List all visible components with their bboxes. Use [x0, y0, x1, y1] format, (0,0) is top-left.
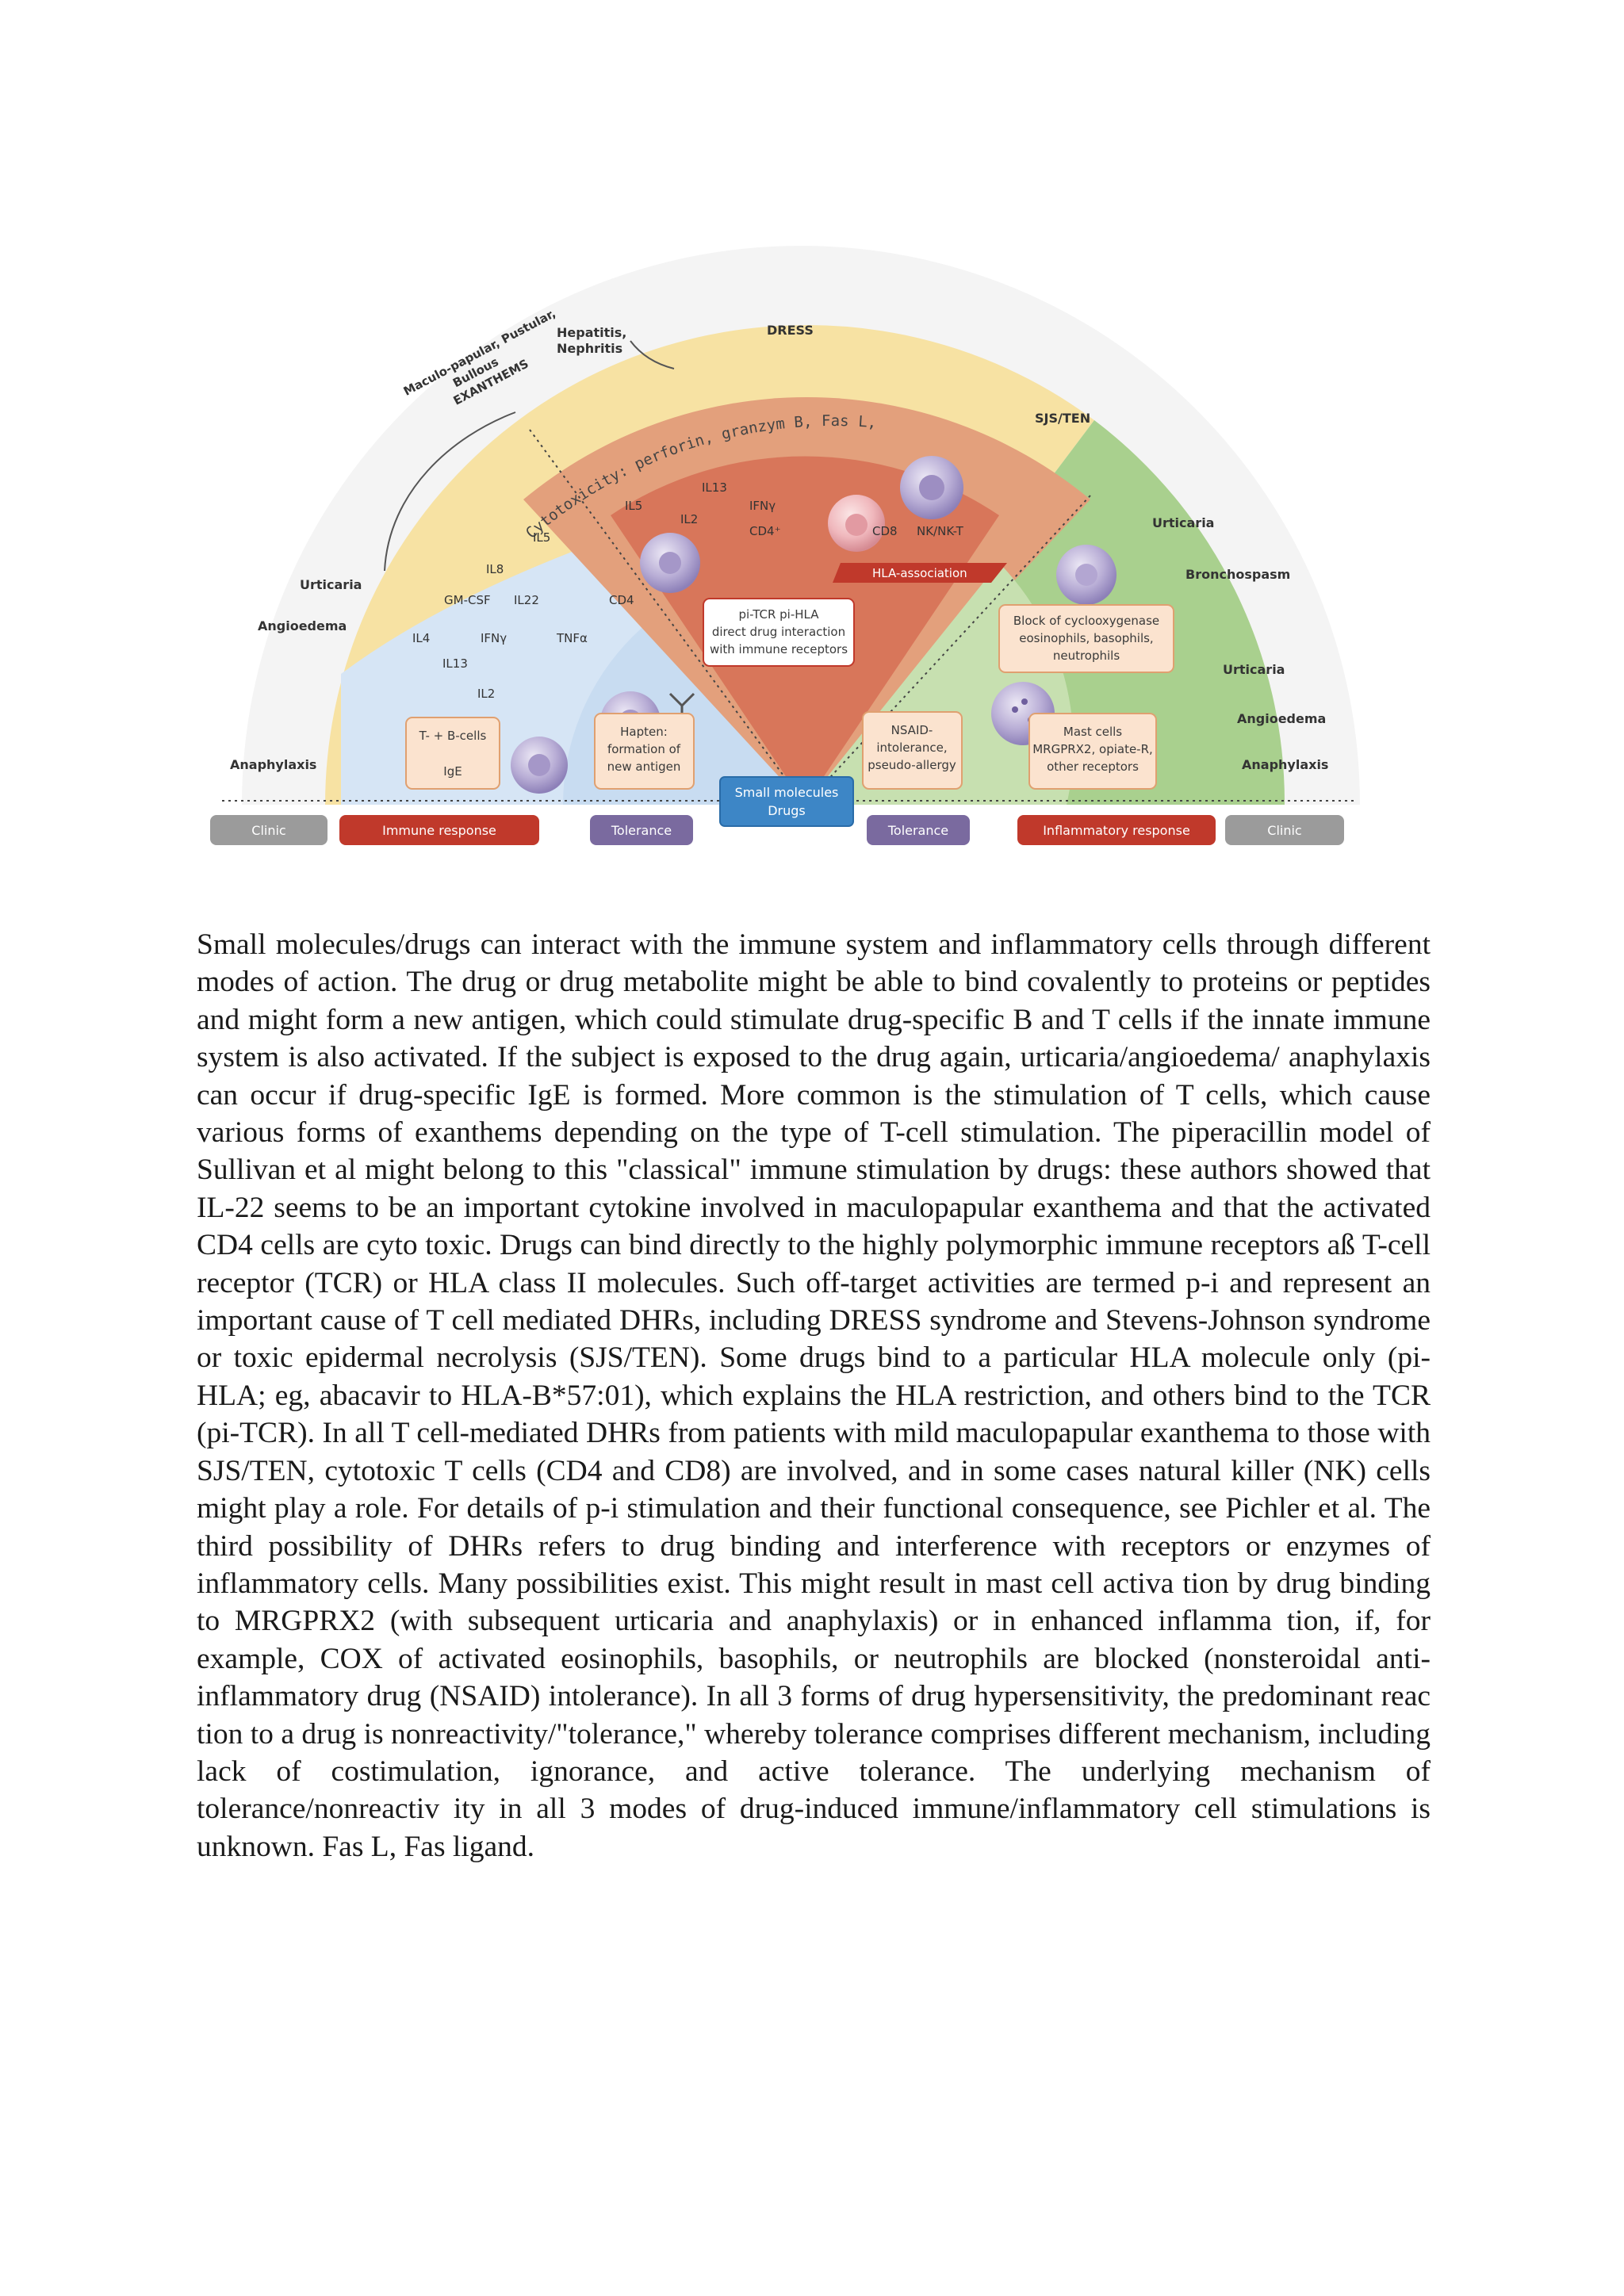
clinic-bronchospasm: Bronchospasm — [1185, 567, 1290, 582]
cytokine-il5: IL5 — [533, 530, 550, 545]
cytokine-il2: IL2 — [477, 687, 495, 701]
t-b-cells-box: T- + B-cells IgE — [405, 717, 500, 790]
marker-cd8: CD8 — [872, 524, 898, 538]
dress-label: DRESS — [767, 323, 814, 338]
bottom-legend-bar: Clinic Immune response Tolerance Toleran… — [210, 815, 1344, 845]
cytokine-labels-center: IL13 IL5 IL2 IFNγ CD4⁺ CD8 NK/NK-T — [625, 480, 964, 538]
clinic-angioedema-right: Angioedema — [1237, 711, 1326, 726]
mast-cells-box: Mast cells MRGPRX2, opiate-R, other rece… — [1028, 713, 1157, 790]
pi-box-line-2: direct drug interaction — [712, 625, 845, 639]
nephritis-label: Nephritis — [557, 341, 622, 356]
tb-box-line-1: T- + B-cells — [419, 729, 487, 743]
pi-interaction-box: pi-TCR pi-HLA direct drug interaction wi… — [703, 598, 855, 667]
cytokine-il4: IL4 — [412, 631, 430, 645]
cytokine-ifng: IFNγ — [481, 631, 507, 645]
cytokine-il2-red: IL2 — [680, 512, 698, 526]
cytokine-il22: IL22 — [514, 593, 539, 607]
cytokine-il13: IL13 — [442, 656, 468, 671]
cox-box-line-1: Block of cyclooxygenase — [1013, 614, 1159, 628]
hapten-box-line-3: new antigen — [607, 760, 681, 774]
cytokine-labels-left: IL5 IL8 GM-CSF IL22 CD4 IL4 IFNγ TNFα IL… — [412, 530, 634, 701]
mast-box-line-3: other receptors — [1047, 760, 1139, 774]
clinic-anaphylaxis-right: Anaphylaxis — [1242, 757, 1328, 772]
bar-clinic-right: Clinic — [1267, 823, 1301, 838]
marker-cd4-left: CD4 — [609, 593, 634, 607]
clinic-urticaria-left: Urticaria — [300, 577, 362, 592]
cox-block-box: Block of cyclooxygenase eosinophils, bas… — [998, 604, 1174, 673]
nsaid-box-line-2: intolerance, — [876, 740, 947, 755]
sjs-ten-label: SJS/TEN — [1035, 411, 1090, 426]
hapten-box-line-1: Hapten: — [620, 725, 668, 739]
hla-association-band: HLA-association — [833, 563, 1007, 583]
marker-nk-nkt: NK/NK-T — [917, 524, 964, 538]
figure-caption: Small molecules/drugs can interact with … — [197, 928, 1431, 1863]
cox-box-line-3: neutrophils — [1053, 649, 1120, 663]
clinic-left-labels: Urticaria Angioedema Anaphylaxis — [230, 577, 362, 772]
bar-clinic-left: Clinic — [251, 823, 285, 838]
cytokine-il8: IL8 — [486, 562, 504, 576]
marker-cd4-plus: CD4⁺ — [749, 524, 781, 538]
clinic-urticaria-right-2: Urticaria — [1223, 662, 1285, 677]
small-molecules-box: Small molecules Drugs — [719, 776, 854, 827]
bar-tolerance-left: Tolerance — [611, 823, 672, 838]
nsaid-box-line-3: pseudo-allergy — [868, 758, 956, 772]
hla-association-label: HLA-association — [872, 566, 967, 580]
cytokine-il13-red: IL13 — [702, 480, 727, 495]
hepatitis-label: Hepatitis, — [557, 325, 626, 340]
mast-box-line-2: MRGPRX2, opiate-R, — [1032, 742, 1153, 756]
mast-box-line-1: Mast cells — [1063, 725, 1122, 739]
pi-box-line-3: with immune receptors — [710, 642, 848, 656]
hapten-box-line-2: formation of — [607, 742, 681, 756]
drug-hypersensitivity-diagram: HLA-association Cytotoxicity: perforin, … — [198, 230, 1372, 864]
pi-box-line-1: pi-TCR pi-HLA — [738, 607, 819, 622]
exanthems-bracket — [384, 340, 675, 572]
clinic-angioedema-left: Angioedema — [258, 618, 347, 633]
clinic-right-labels: Urticaria Bronchospasm Urticaria Angioed… — [1152, 515, 1328, 772]
hapten-box: Hapten: formation of new antigen — [594, 713, 695, 790]
bar-immune-response: Immune response — [382, 823, 496, 838]
center-label-line-2: Drugs — [768, 803, 806, 818]
clinic-anaphylaxis-left: Anaphylaxis — [230, 757, 316, 772]
cytokine-ifng-red: IFNγ — [749, 499, 776, 513]
center-label-line-1: Small molecules — [735, 785, 839, 800]
nsaid-box-line-1: NSAID- — [891, 723, 933, 737]
clinic-urticaria-right-1: Urticaria — [1152, 515, 1214, 530]
cox-box-line-2: eosinophils, basophils, — [1019, 631, 1153, 645]
bar-inflammatory-response: Inflammatory response — [1043, 823, 1190, 838]
cytokine-gmcsf: GM-CSF — [444, 593, 491, 607]
bar-tolerance-right: Tolerance — [887, 823, 948, 838]
cytokine-il5-red: IL5 — [625, 499, 642, 513]
tb-box-line-2: IgE — [443, 764, 462, 779]
nsaid-box: NSAID- intolerance, pseudo-allergy — [862, 711, 963, 790]
cytokine-tnfa: TNFα — [556, 631, 588, 645]
